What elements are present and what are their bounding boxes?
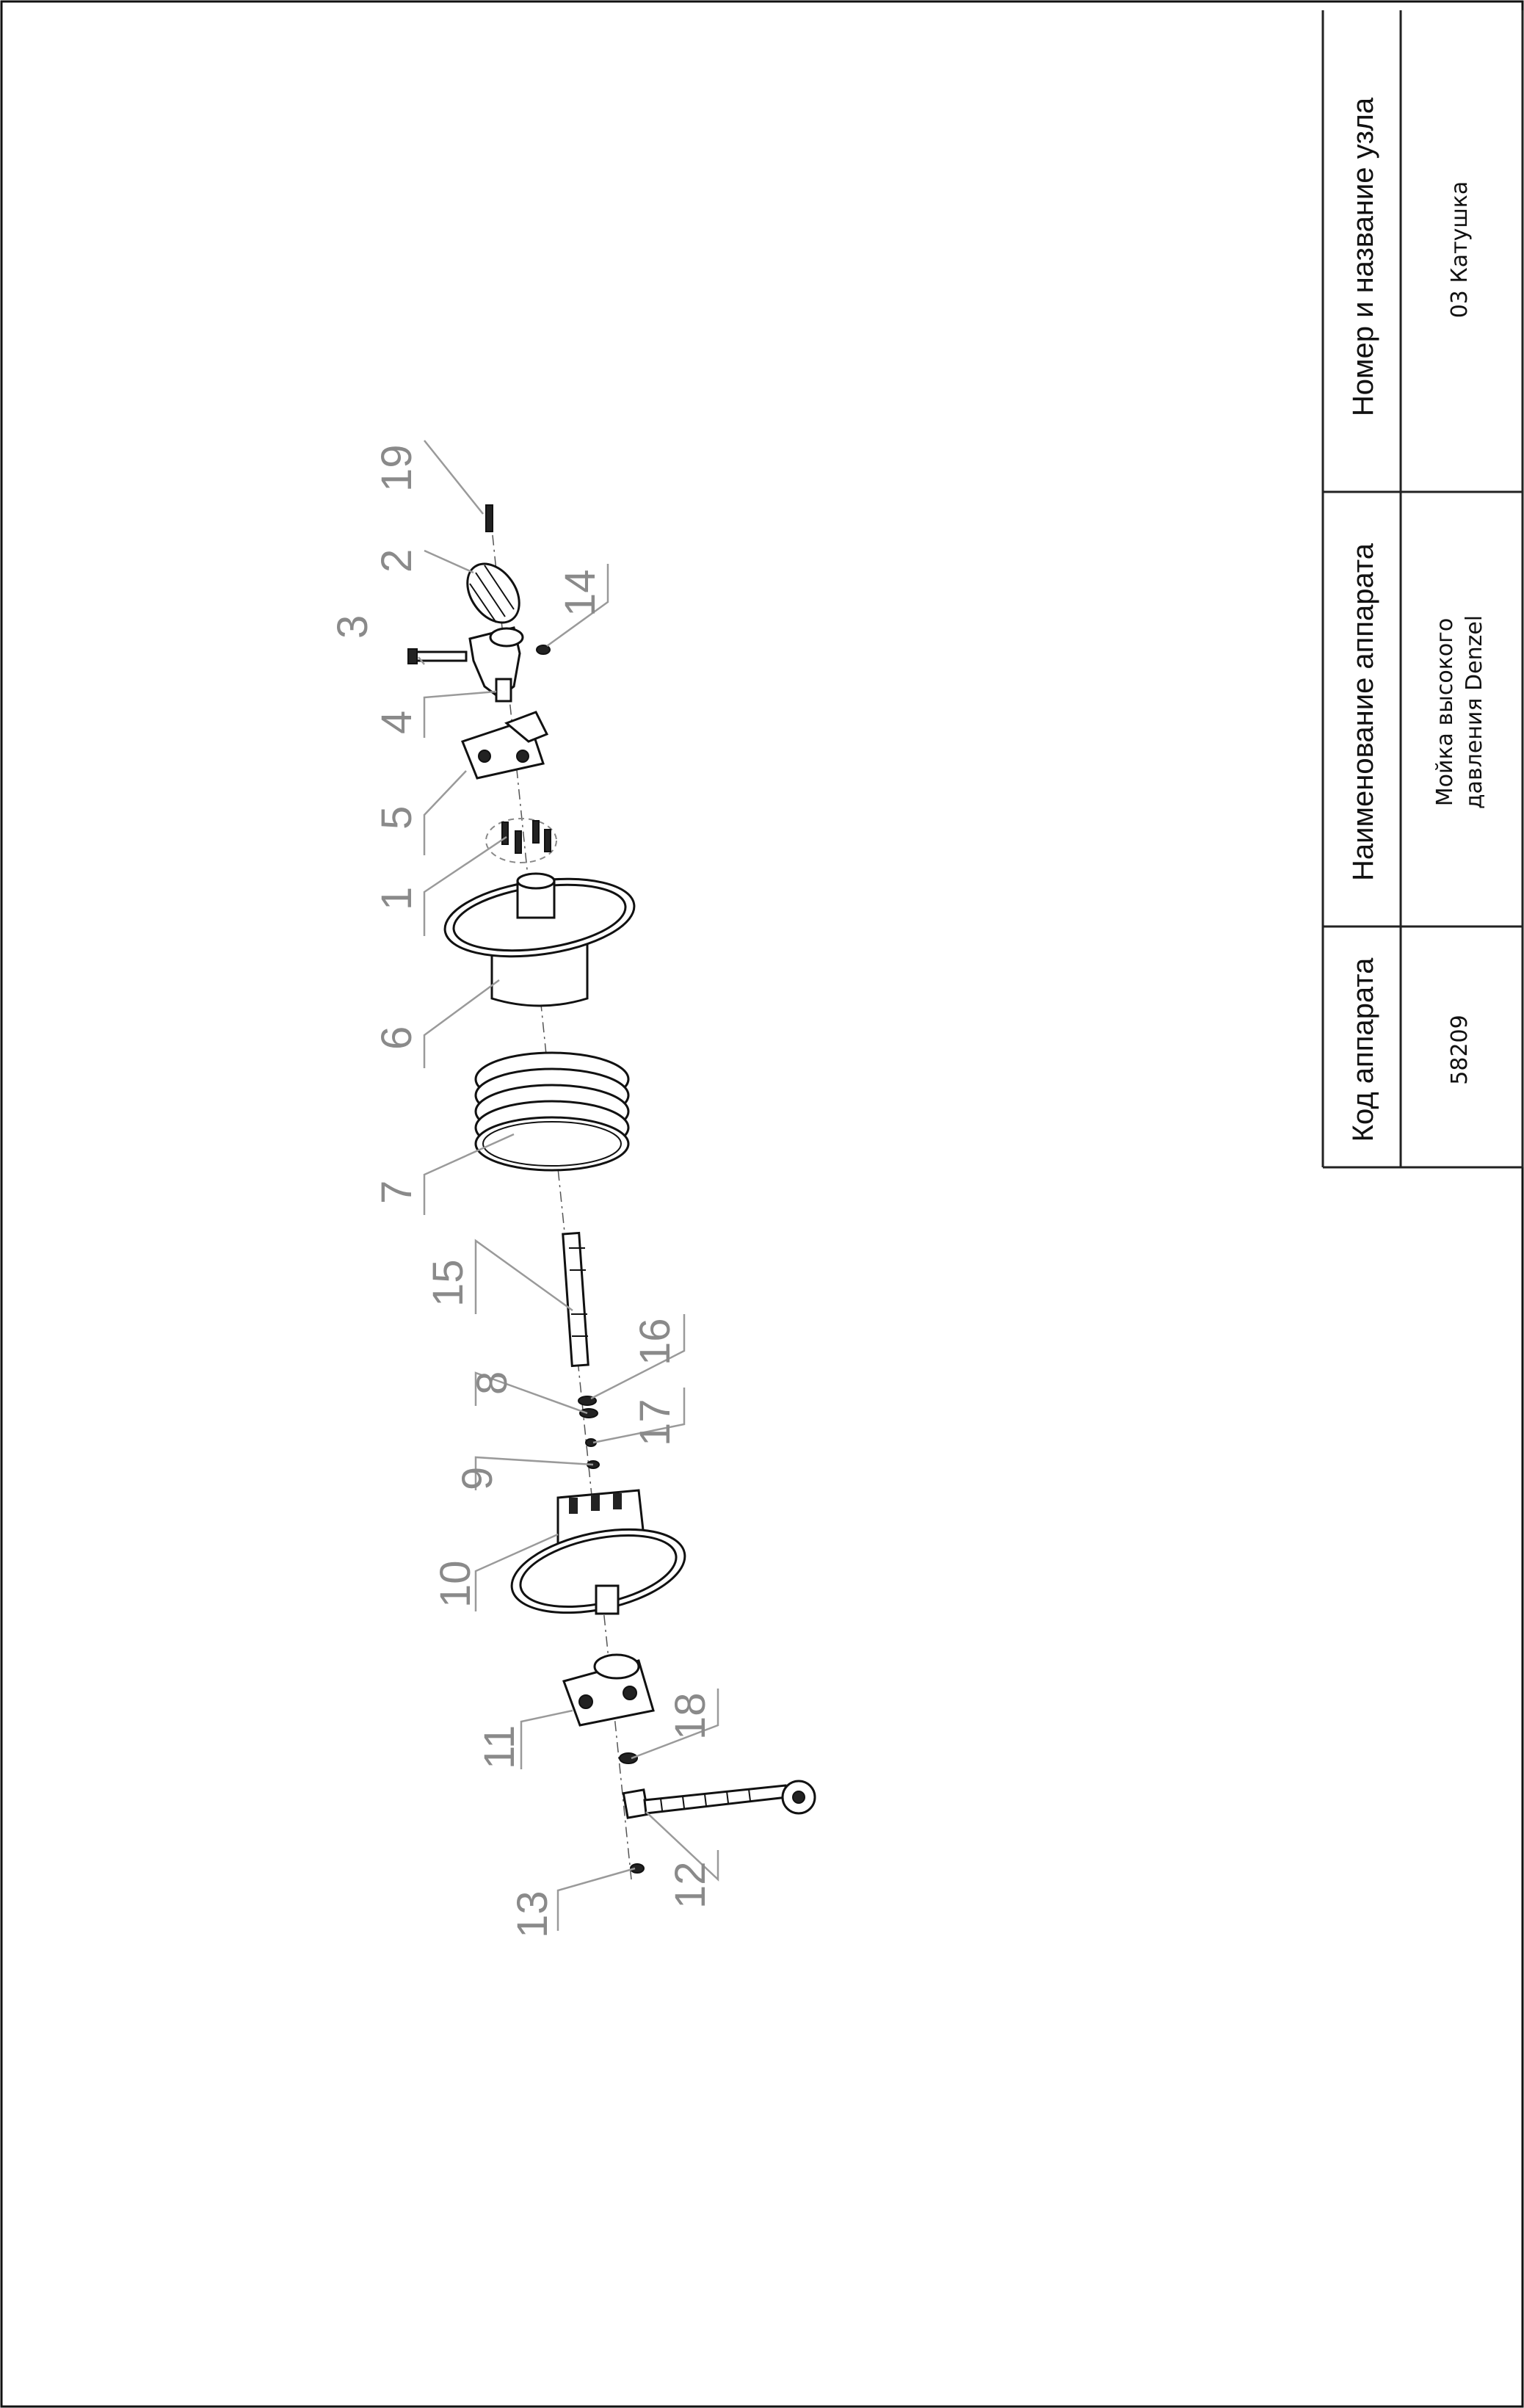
leader-lines [418,440,719,1931]
part-2-knob [466,562,520,624]
part-6-reel-flange [443,872,636,1007]
part-11-bracket [562,1653,655,1727]
value-apparatus-name-line2: давления Denzel [1462,615,1487,809]
callout-7: 7 [373,1181,421,1204]
value-unit-number-name: 03 Катушка [1447,181,1473,319]
callout-1: 1 [373,887,421,910]
part-18-washer [619,1752,638,1764]
callout-17: 17 [631,1399,679,1446]
title-block: Номер и название узла Наименование аппар… [1321,10,1524,1169]
header-apparatus-name: Наименование аппарата [1347,543,1379,881]
part-12-handle [622,1780,816,1819]
part-3-pin [407,648,468,664]
callout-numbers: 19 2 3 14 4 5 1 6 7 15 16 8 17 9 10 11 1… [329,444,714,1938]
callout-14: 14 [556,569,604,617]
callout-5: 5 [373,806,421,830]
callout-6: 6 [373,1026,421,1050]
callout-4: 4 [373,711,421,734]
callout-19: 19 [373,444,421,492]
part-7-hose-coil [474,1051,630,1172]
part-10-reel-base [510,1489,686,1615]
callout-12: 12 [667,1861,714,1909]
part-8-washer [579,1408,598,1418]
header-apparatus-code: Код аппарата [1347,957,1379,1142]
callout-13: 13 [509,1890,556,1938]
part-4-crank [468,626,524,703]
value-apparatus-name-line1: Мойка высокого [1432,618,1458,807]
callout-2: 2 [373,549,421,573]
callout-8: 8 [468,1371,516,1395]
callout-11: 11 [476,1725,523,1769]
callout-18: 18 [667,1692,714,1740]
part-1-screws [485,818,557,863]
callout-3: 3 [329,615,377,639]
part-14-washer [536,645,551,655]
callout-16: 16 [631,1318,679,1366]
part-15-shaft [562,1231,589,1368]
callout-9: 9 [454,1467,501,1490]
part-5-bracket [461,711,549,780]
exploded-view: 19 2 3 14 4 5 1 6 7 15 16 8 17 9 10 11 1… [329,440,816,1938]
callout-10: 10 [432,1560,479,1608]
header-unit-number-name: Номер и название узла [1347,97,1379,416]
part-13-screw [630,1863,645,1874]
value-apparatus-code: 58209 [1447,1015,1473,1084]
callout-15: 15 [424,1259,472,1307]
part-19-screw [485,504,493,532]
